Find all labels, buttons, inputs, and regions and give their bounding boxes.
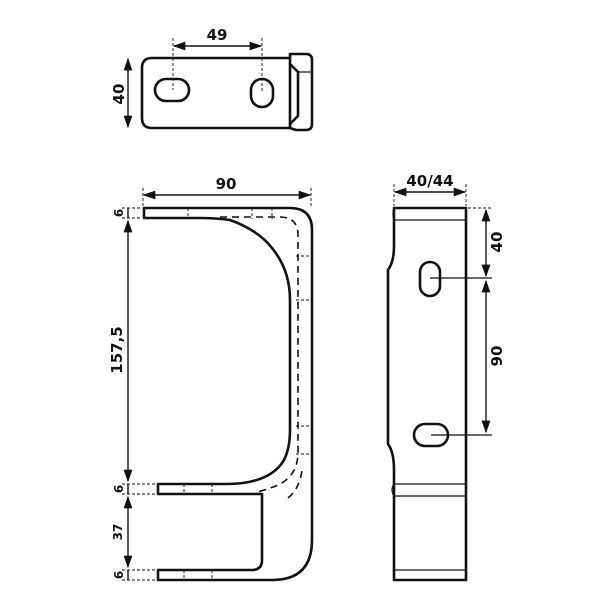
front-top-flange-label: 6 [112, 209, 126, 217]
front-view-profile [142, 206, 314, 582]
top-height-label: 40 [110, 84, 128, 105]
front-width-label: 90 [216, 175, 237, 193]
side-top-offset-label: 40 [488, 232, 506, 253]
front-height-label: 157,5 [108, 326, 126, 373]
front-view-hidden-lines [220, 216, 299, 493]
top-width-label: 49 [207, 26, 228, 44]
side-view-slot-upper [418, 260, 442, 298]
top-view-slot-left [153, 77, 191, 103]
top-view: 49 40 [110, 26, 314, 132]
side-slot-spacing-label: 90 [488, 346, 506, 367]
front-gap-label: 37 [111, 524, 125, 541]
front-mid-flange-label: 6 [112, 485, 126, 493]
side-width-label: 40/44 [406, 172, 453, 190]
front-view: 90 6 157,5 6 37 6 [108, 175, 314, 582]
side-view: 40/44 40 90 [386, 172, 506, 582]
top-view-plate [140, 56, 292, 130]
front-bottom-flange-label: 6 [112, 571, 126, 579]
top-view-bent-end [288, 52, 314, 132]
side-view-outline [386, 206, 468, 582]
